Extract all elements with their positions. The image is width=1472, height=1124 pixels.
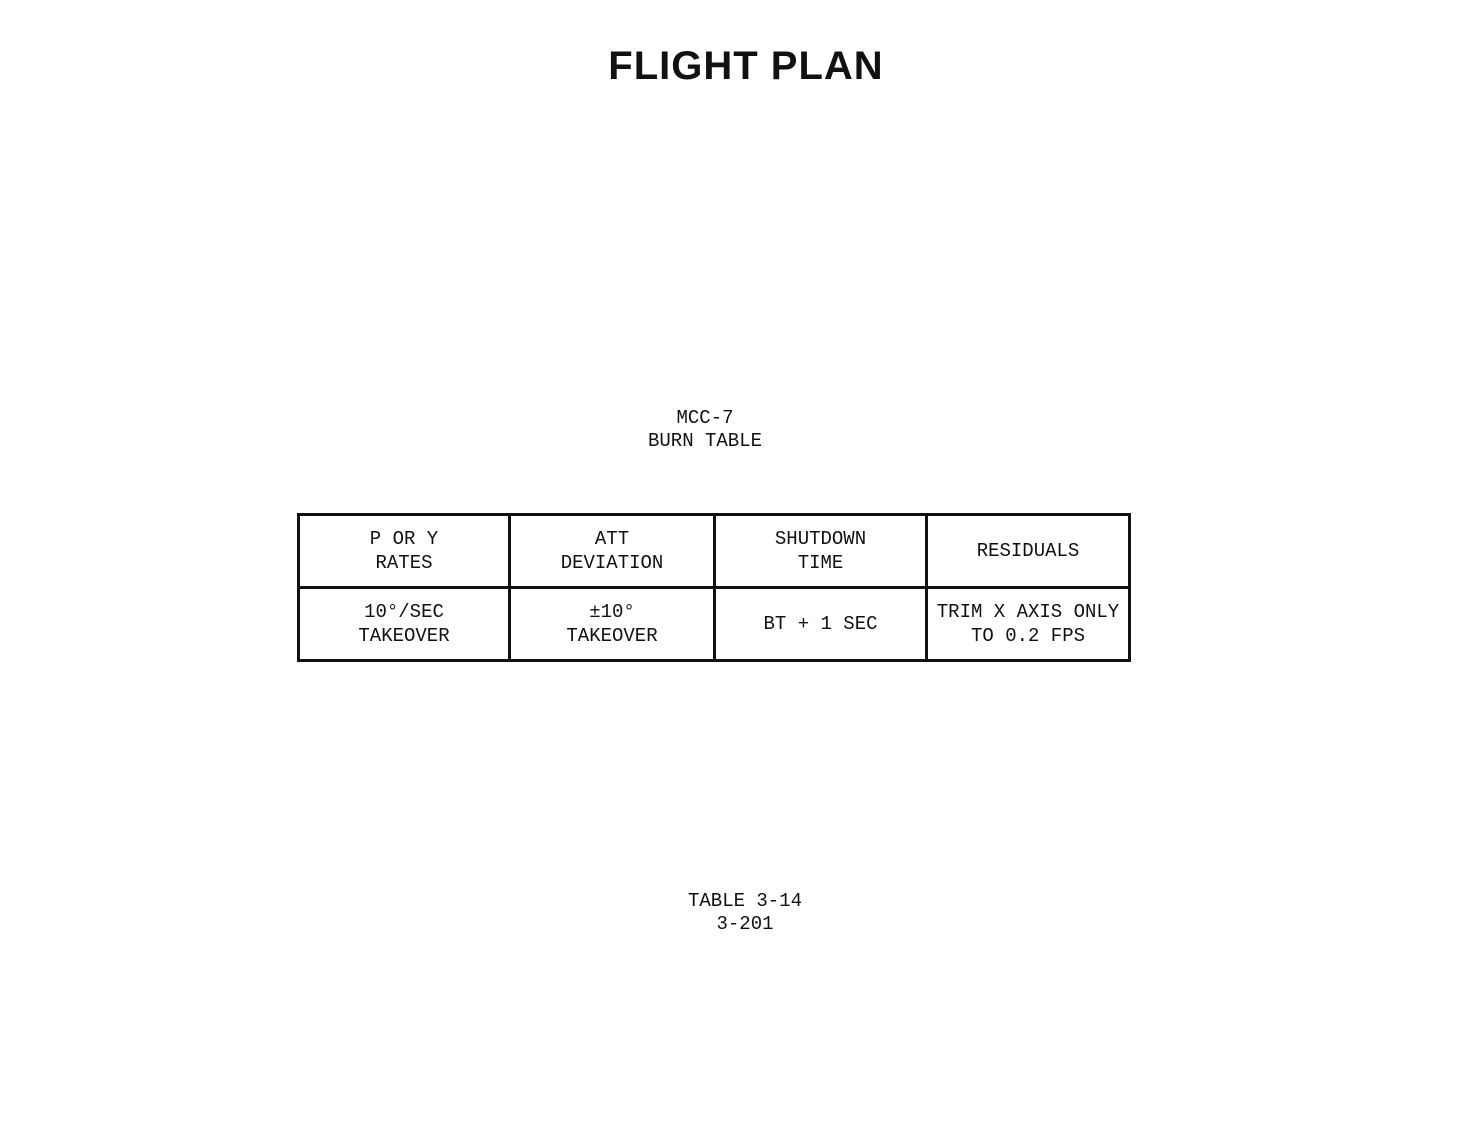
cell-line: TRIM X AXIS ONLY (936, 601, 1120, 623)
header-line: RESIDUALS (976, 540, 1080, 562)
page-number: 3-201 (716, 913, 774, 935)
cell-line: ±10° (589, 601, 635, 623)
page-title: FLIGHT PLAN (608, 44, 884, 88)
cell-line: BT + 1 SEC (763, 613, 878, 635)
table-number: TABLE 3-14 (687, 890, 803, 912)
header-line: TIME (797, 552, 844, 574)
cell-line: TAKEOVER (358, 625, 450, 647)
page-footer: TABLE 3-14 3-201 (640, 890, 850, 936)
cell-deviation: ±10°TAKEOVER (508, 586, 716, 662)
header-residuals: RESIDUALS (925, 513, 1131, 589)
cell-shutdown-time: BT + 1 SEC (713, 586, 928, 662)
header-line: RATES (375, 552, 433, 574)
caption-burn-id: MCC-7 (676, 407, 734, 429)
cell-line: 10°/SEC (364, 601, 444, 623)
header-line: P OR Y (369, 528, 439, 550)
header-line: SHUTDOWN (774, 528, 867, 550)
cell-line: TAKEOVER (566, 625, 658, 647)
table-caption: MCC-7 BURN TABLE (600, 407, 810, 453)
header-line: DEVIATION (560, 552, 664, 574)
cell-line: TO 0.2 FPS (970, 625, 1086, 647)
caption-burn-table: BURN TABLE (647, 430, 763, 452)
header-line: ATT (594, 528, 630, 550)
